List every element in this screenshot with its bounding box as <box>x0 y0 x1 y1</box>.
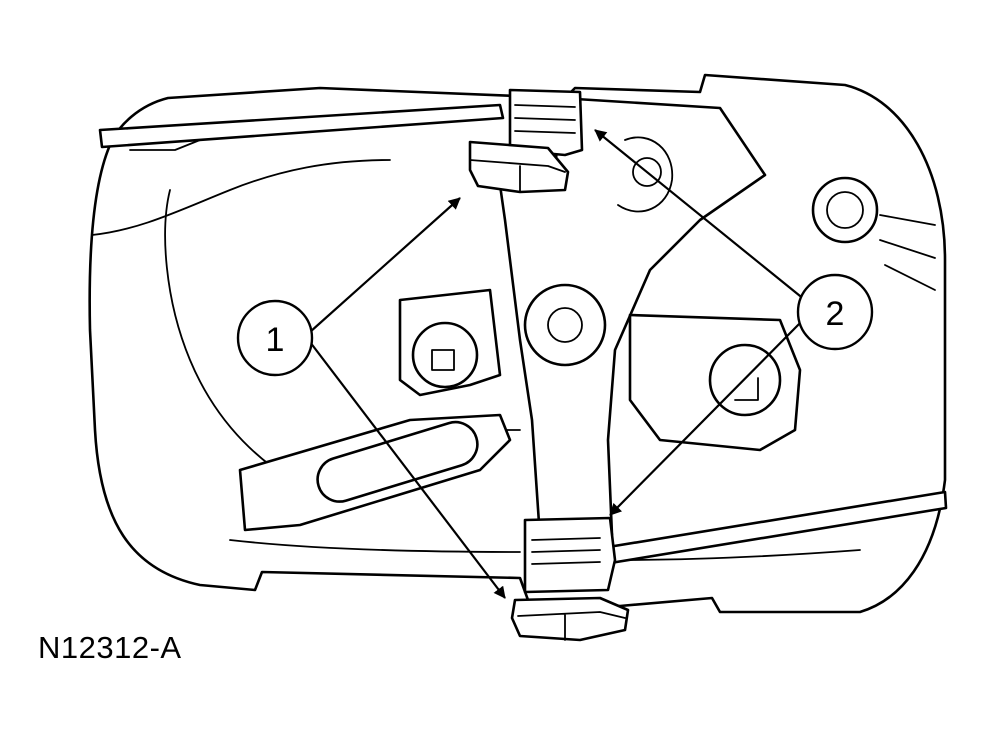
housing-boss <box>811 176 879 244</box>
lower-actuating-rod <box>588 490 948 568</box>
upper-clip <box>468 88 584 194</box>
latch-lever-plate <box>498 96 767 540</box>
latch-housing <box>88 73 947 614</box>
lower-clip <box>510 516 630 642</box>
callout-2: 2 <box>594 129 874 516</box>
figure-id-label: N12312-A <box>38 630 182 665</box>
callout-1: 1 <box>236 197 506 599</box>
callout-2-label: 2 <box>826 295 845 333</box>
upper-actuating-rod <box>98 103 505 149</box>
callout-1-label: 1 <box>266 321 285 359</box>
mounting-bracket-left <box>238 288 512 532</box>
mounting-bracket-right <box>628 313 802 452</box>
